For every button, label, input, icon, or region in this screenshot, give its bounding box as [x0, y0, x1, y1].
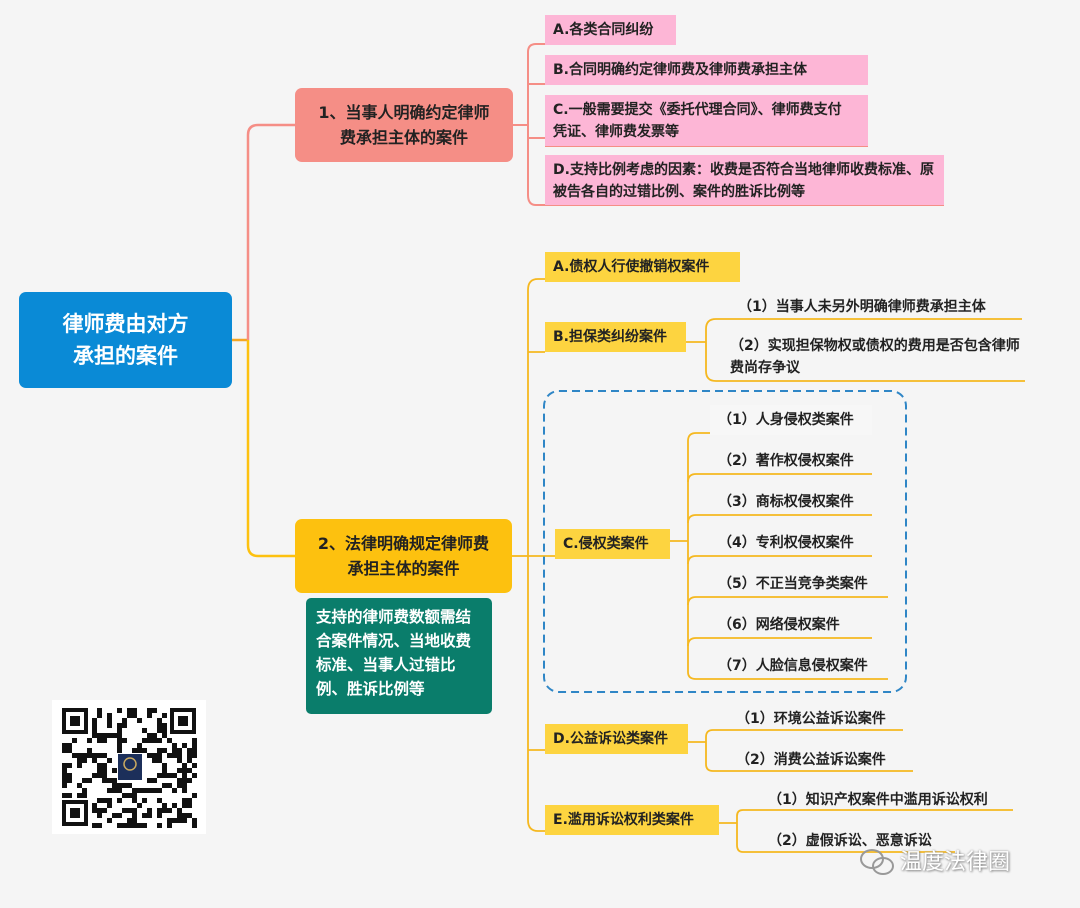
branch1-label: 1、当事人明确约定律师费承担主体的案件 [318, 103, 490, 147]
b2-c-leaf-7[interactable]: （7）人脸信息侵权案件 [718, 658, 868, 674]
branch2-node[interactable]: 2、法律明确规定律师费承担主体的案件 [295, 519, 512, 593]
b1-item-d[interactable]: D.支持比例考虑的因素：收费是否符合当地律师收费标准、原被告各自的过错比例、案件… [545, 155, 944, 205]
qr-code-icon [52, 700, 206, 834]
watermark-text: 温度法律圈 [900, 850, 1011, 875]
b2-d-leaf-1[interactable]: （1）环境公益诉讼案件 [736, 711, 886, 727]
b2-c-leaf-2[interactable]: （2）著作权侵权案件 [718, 453, 854, 469]
wechat-icon [858, 845, 896, 875]
b1-item-a[interactable]: A.各类合同纠纷 [545, 15, 676, 45]
b2-e-leaf-2[interactable]: （2）虚假诉讼、恶意诉讼 [768, 833, 932, 849]
b2-b-leaf-2[interactable]: （2）实现担保物权或债权的费用是否包含律师费尚存争议 [722, 331, 1025, 381]
b2-c-leaf-5[interactable]: （5）不正当竞争类案件 [718, 576, 868, 592]
b2-item-b[interactable]: B.担保类纠纷案件 [545, 322, 686, 352]
b1-item-c-label: C.一般需要提交《委托代理合同》、律师费支付凭证、律师费发票等 [553, 102, 842, 140]
b1-item-b[interactable]: B.合同明确约定律师费及律师费承担主体 [545, 55, 868, 85]
b2-c-leaf-4[interactable]: （4）专利权侵权案件 [718, 535, 854, 551]
b2-b-leaf-2-label: （2）实现担保物权或债权的费用是否包含律师费尚存争议 [730, 338, 1020, 376]
b2-item-c[interactable]: C.侵权类案件 [555, 529, 670, 559]
b1-item-d-label: D.支持比例考虑的因素：收费是否符合当地律师收费标准、原被告各自的过错比例、案件… [553, 162, 934, 200]
b2-d-leaf-2[interactable]: （2）消费公益诉讼案件 [736, 752, 886, 768]
b2-item-e[interactable]: E.滥用诉讼权利类案件 [545, 805, 719, 835]
root-node[interactable]: 律师费由对方承担的案件 [19, 292, 232, 388]
branch2-note: 支持的律师费数额需结合案件情况、当地收费标准、当事人过错比例、胜诉比例等 [306, 598, 492, 714]
b1-item-c[interactable]: C.一般需要提交《委托代理合同》、律师费支付凭证、律师费发票等 [545, 95, 868, 146]
watermark: 温度法律圈 [858, 840, 1010, 880]
b2-b-leaf-1[interactable]: （1）当事人未另外明确律师费承担主体 [738, 299, 986, 315]
b2-c-leaf-1[interactable]: （1）人身侵权类案件 [710, 405, 872, 435]
b2-c-leaf-3[interactable]: （3）商标权侵权案件 [718, 494, 854, 510]
b2-item-d[interactable]: D.公益诉讼类案件 [545, 724, 688, 754]
branch2-label: 2、法律明确规定律师费承担主体的案件 [317, 534, 490, 578]
root-label: 律师费由对方承担的案件 [62, 312, 189, 368]
branch1-node[interactable]: 1、当事人明确约定律师费承担主体的案件 [295, 88, 513, 162]
b2-c-leaf-6[interactable]: （6）网络侵权案件 [718, 617, 840, 633]
b2-e-leaf-1[interactable]: （1）知识产权案件中滥用诉讼权利 [768, 792, 988, 808]
b2-item-a[interactable]: A.债权人行使撤销权案件 [545, 252, 740, 282]
